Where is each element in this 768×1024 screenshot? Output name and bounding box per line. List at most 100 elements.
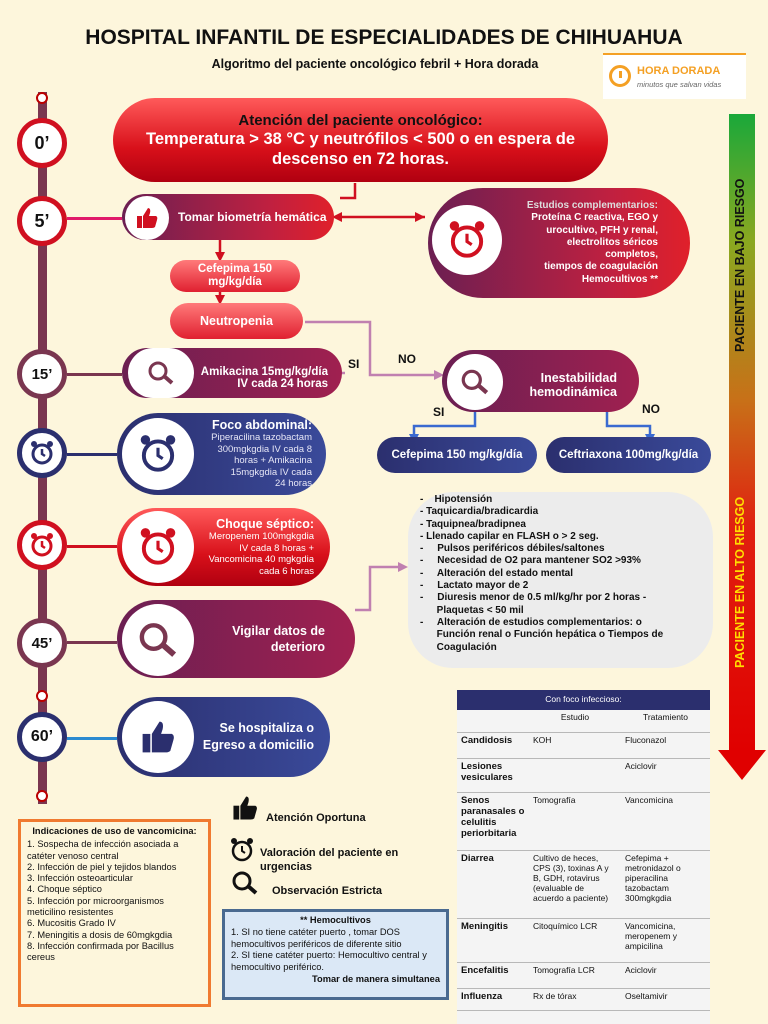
- si-label: SI: [433, 405, 445, 419]
- hospitaliza-line: Se hospitaliza o: [219, 721, 314, 735]
- table-cell: Diarrea: [457, 850, 529, 919]
- alarm-clock-icon: [17, 520, 67, 570]
- table-row: Influenza Rx de tórax Oseltamivir: [457, 988, 710, 1011]
- hospitaliza-line: Egreso a domicilio: [202, 738, 314, 752]
- no-label: NO: [642, 402, 660, 416]
- inestabilidad-line: hemodinámica: [529, 385, 617, 399]
- si-label: SI: [348, 357, 360, 371]
- time-60-circle: 60’: [17, 712, 67, 762]
- foco-line: 15mgkgdia IV cada: [230, 466, 312, 478]
- timeline-dot: [36, 790, 48, 802]
- table-row: Lesiones vesiculares Aciclovir: [457, 758, 710, 793]
- table-cell: Fluconazol: [621, 732, 710, 759]
- table-cell: Vancomicina, meropenem y ampicilina: [621, 918, 710, 963]
- hemocultivos-line: 1. SI no tiene catéter puerto , tomar DO…: [231, 926, 402, 949]
- stopwatch-icon: [609, 65, 631, 87]
- inestabilidad-line: Inestabilidad: [540, 371, 617, 385]
- alarm-clock-icon: [122, 418, 194, 490]
- deterioro-item: - Taquicardia/bradicardia: [420, 506, 539, 518]
- time-15-circle: 15’: [17, 349, 67, 399]
- deterioro-item: - Taquipnea/bradipnea: [420, 518, 526, 530]
- timeline-dot: [36, 690, 48, 702]
- choque-line: Meropenem 100mgkgdia: [208, 531, 314, 542]
- time-0-circle: 0’: [17, 118, 67, 168]
- list-item: 2. Infección de piel y tejidos blandos: [27, 861, 177, 872]
- thumbs-up-icon: [125, 196, 169, 240]
- table-cell: Cefepima + metronidazol o piperacilina t…: [621, 850, 710, 919]
- alarm-clock-icon: [432, 205, 502, 275]
- cefepima-si-box: Cefepima 150 mg/kg/día: [377, 437, 537, 473]
- choque-line: cada 6 horas: [259, 565, 314, 577]
- choque-title: Choque séptico:: [216, 517, 314, 531]
- vancomicina-title: Indicaciones de uso de vancomicina:: [32, 826, 197, 836]
- estudios-line: electrolitos séricos: [566, 236, 658, 248]
- neutropenia-box: Neutropenia: [170, 303, 303, 339]
- connector: [67, 545, 117, 548]
- estudios-line: tiempos de coagulación: [544, 261, 658, 273]
- vancomicina-box: Indicaciones de uso de vancomicina: 1. S…: [18, 819, 211, 1007]
- deterioro-item: - Lactato mayor de 2: [420, 580, 529, 592]
- foco-line: 300mgkgdia IV cada 8: [217, 443, 312, 455]
- table-header-cell: Tratamiento: [621, 710, 710, 733]
- vigilar-line: Vigilar datos de: [232, 624, 325, 638]
- time-5-circle: 5’: [17, 196, 67, 246]
- table-cell: Citoquímico LCR: [529, 918, 621, 963]
- table-cell: Cultivo de heces, CPS (3), toxinas A y B…: [529, 850, 621, 919]
- connector: [67, 737, 117, 740]
- magnifier-icon: [122, 604, 194, 676]
- table-row: Meningitis Citoquímico LCR Vancomicina, …: [457, 918, 710, 963]
- list-item: 6. Mucositis Grado IV: [27, 918, 116, 929]
- cefepima-line: Cefepima 150: [197, 263, 273, 275]
- legend-valoracion: Valoración del paciente en urgencias: [260, 847, 399, 873]
- deterioro-item: Plaquetas < 50 mil: [420, 604, 524, 616]
- legend-observacion: Observación Estricta: [272, 885, 383, 897]
- alarm-clock-icon: [228, 836, 256, 869]
- estudios-line: Hemocultivos **: [581, 273, 658, 285]
- infecciones-caption: Con foco infeccioso:: [457, 690, 710, 710]
- choque-line: IV cada 8 horas +: [239, 542, 314, 554]
- table-cell: [529, 758, 621, 793]
- vigilar-line: deterioro: [270, 640, 325, 654]
- page-title: HOSPITAL INFANTIL DE ESPECIALIDADES DE C…: [85, 26, 683, 49]
- deterioro-item: - Necesidad de O2 para mantener SO2 >93%: [420, 555, 641, 567]
- biometria-label: Tomar biometría hemática: [178, 210, 327, 224]
- infecciones-table: Estudio Tratamiento Candidosis KOH Fluco…: [457, 710, 710, 1011]
- list-item: 7. Meningitis a dosis de 60mgkgdia: [27, 929, 173, 940]
- table-row: Candidosis KOH Fluconazol: [457, 732, 710, 759]
- foco-line: Piperacilina tazobactam: [211, 432, 312, 444]
- cefepima-box: Cefepima 150 mg/kg/día: [170, 260, 300, 292]
- table-cell: Aciclovir: [621, 962, 710, 989]
- risk-arrow-head: [718, 750, 766, 780]
- no-label: NO: [398, 352, 416, 366]
- table-cell: Tomografía LCR: [529, 962, 621, 989]
- deterioro-item: - Llenado capilar en FLASH o > 2 seg.: [420, 530, 599, 542]
- table-header-cell: [457, 710, 529, 733]
- list-item: 3. Infección osteoarticular: [27, 873, 133, 884]
- table-cell: Aciclovir: [621, 758, 710, 793]
- table-cell: Tomografía: [529, 792, 621, 851]
- cefepima-si-label: Cefepima 150 mg/kg/día: [391, 449, 523, 461]
- hemocultivos-line: 2. SI tiene catéter puerto: Hemocultivo …: [231, 950, 427, 973]
- timeline-dot: [36, 92, 48, 104]
- alarm-clock-icon: [122, 511, 194, 583]
- deterioro-item: - Alteración de estudios complementarios…: [420, 616, 642, 628]
- time-45-circle: 45’: [17, 618, 67, 668]
- alto-riesgo-label: PACIENTE EN ALTO RIESGO: [733, 496, 747, 668]
- foco-line: 24 horas: [275, 478, 312, 490]
- table-cell: Rx de tórax: [529, 988, 621, 1011]
- table-header-row: Estudio Tratamiento: [457, 710, 710, 733]
- logo-title: HORA DORADA: [637, 65, 721, 77]
- hemocultivos-line: Tomar de manera simultanea: [312, 973, 440, 984]
- neutropenia-label: Neutropenia: [200, 314, 273, 328]
- magnifier-icon: [447, 354, 503, 410]
- hemocultivos-title: ** Hemocultivos: [300, 915, 371, 925]
- deterioro-item: - Alteración del estado mental: [420, 567, 573, 579]
- list-item: 5. Infección por microorganismos meticil…: [27, 895, 164, 918]
- deterioro-item: - Hipotensión: [420, 494, 493, 505]
- estudios-line: Estudios complementarios:: [526, 199, 658, 211]
- atencion-oncologico-box: Atención del paciente oncológico: Temper…: [113, 98, 608, 182]
- page-subtitle: Algoritmo del paciente oncológico febril…: [211, 57, 539, 71]
- ceftriaxona-box: Ceftriaxona 100mg/kg/día: [546, 437, 711, 473]
- legend-oportuna: Atención Oportuna: [266, 812, 366, 824]
- amikacina-line: IV cada 24 horas: [237, 378, 328, 390]
